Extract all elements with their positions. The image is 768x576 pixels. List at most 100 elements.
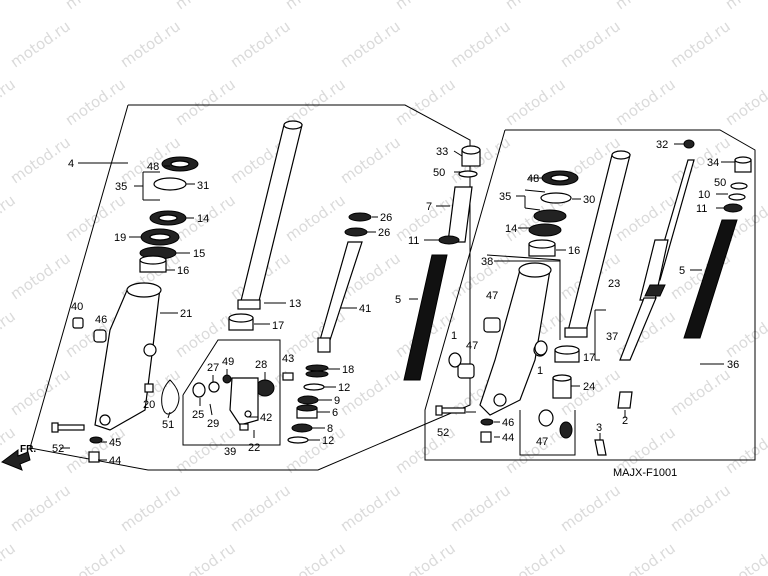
callout: 8 — [327, 423, 333, 435]
watermark-text: motod.ru — [722, 0, 768, 13]
callout: 5 — [395, 294, 401, 306]
part-30-clip — [540, 192, 572, 204]
watermark-text: motod.ru — [62, 0, 129, 13]
part-1-a — [448, 352, 462, 368]
watermark-text: motod.ru — [227, 17, 294, 71]
callout: 52 — [437, 427, 449, 439]
callout: 47 — [466, 340, 478, 352]
callout: 11 — [696, 203, 707, 215]
part-14-ring — [149, 210, 187, 226]
watermark-text: motod.ru — [502, 0, 569, 13]
callout: 7 — [426, 201, 432, 213]
watermark-text: motod.ru — [0, 539, 19, 576]
callout: 35 — [115, 181, 127, 193]
watermark-text: motod.ru — [172, 0, 239, 13]
callout: 17 — [272, 320, 284, 332]
part-25 — [192, 382, 206, 398]
watermark-text: motod.ru — [337, 17, 404, 71]
group-47-lines — [519, 410, 576, 456]
callout: 46 — [502, 417, 514, 429]
callout: 14 — [505, 223, 517, 235]
part-33-cap — [461, 145, 481, 167]
callout: 33 — [436, 146, 448, 158]
callout: 3 — [596, 422, 602, 434]
callout: 38 — [481, 256, 493, 268]
callout: 52 — [52, 443, 64, 455]
callout: 35 — [499, 191, 511, 203]
callout: 25 — [192, 409, 204, 421]
part-52-bolt — [51, 422, 85, 433]
watermark-text: motod.ru — [282, 539, 349, 576]
watermark-text: motod.ru — [667, 17, 734, 71]
part-24-collar — [552, 374, 572, 399]
part-17-bushing — [228, 313, 254, 331]
part-8 — [291, 423, 313, 433]
part-44-bolt — [88, 451, 100, 463]
right-frame — [424, 129, 756, 461]
callout: 50 — [433, 167, 445, 179]
callout: 27 — [207, 362, 219, 374]
group-39-box — [182, 339, 281, 446]
part-5-spring-right — [683, 219, 738, 339]
callout: 2 — [622, 415, 628, 427]
part-47-c — [538, 409, 554, 427]
callout: 47 — [486, 290, 498, 302]
part-22-caliper — [229, 377, 259, 426]
callouts-right: 33 50 7 11 5 38 48 35 30 14 16 47 47 1 1… — [395, 139, 739, 448]
watermark-text: motod.ru — [337, 133, 404, 187]
part-11-r — [723, 203, 743, 213]
watermark-text: motod.ru — [7, 249, 74, 303]
watermark-text: motod.ru — [7, 133, 74, 187]
callout: 4 — [68, 158, 74, 170]
watermark-text: motod.ru — [7, 481, 74, 535]
callouts-left: 4 48 35 31 14 19 15 16 40 46 21 13 17 26… — [52, 158, 392, 467]
callout: 1 — [451, 330, 457, 342]
watermark-text: motod.ru — [392, 0, 459, 13]
part-16-bushing — [139, 255, 167, 273]
part-18-spring — [305, 364, 329, 378]
watermark-text: motod.ru — [0, 0, 19, 13]
part-26-a — [348, 212, 372, 222]
watermark-text: motod.ru — [667, 365, 734, 419]
callout: 18 — [342, 364, 354, 376]
part-40 — [72, 317, 84, 329]
part-48-cap — [161, 156, 199, 172]
watermark-text: motod.ru — [447, 17, 514, 71]
callout: 44 — [109, 455, 121, 467]
callout: 50 — [714, 177, 726, 189]
part-52-bolt-r — [435, 405, 466, 416]
part-47-b — [457, 363, 475, 379]
callout: 12 — [322, 435, 334, 447]
watermark-text: motod.ru — [282, 0, 349, 13]
callout: 1 — [537, 365, 543, 377]
part-10 — [730, 182, 748, 190]
part-42 — [244, 410, 252, 418]
watermark-text: motod.ru — [447, 481, 514, 535]
callout: 36 — [727, 359, 739, 371]
callout: 14 — [197, 213, 209, 225]
part-50-r — [728, 193, 746, 201]
part-43-bolt — [282, 372, 294, 381]
callout: 16 — [177, 265, 189, 277]
watermark-text: motod.ru — [612, 75, 679, 129]
part-46-r — [480, 418, 494, 426]
part-5-spring-left — [403, 254, 448, 381]
watermark-text: motod.ru — [0, 75, 19, 129]
part-16-bushing-r — [528, 239, 556, 257]
watermark-text: motod.ru — [62, 75, 129, 129]
watermark-text: motod.ru — [722, 307, 768, 361]
front-arrow-icon — [0, 449, 31, 471]
callout: 24 — [583, 381, 595, 393]
part-11-seat — [438, 235, 460, 245]
part-37-cartridge — [619, 159, 695, 361]
left-fork-assembly — [0, 104, 471, 471]
callout: 9 — [334, 395, 340, 407]
leader-lines — [60, 143, 735, 461]
watermark-text: motod.ru — [557, 481, 624, 535]
callout: 44 — [502, 432, 514, 444]
part-34-cap — [734, 156, 752, 173]
part-44-r — [480, 431, 492, 443]
part-49 — [222, 374, 232, 384]
watermark-text: motod.ru — [227, 481, 294, 535]
part-14-r — [533, 209, 567, 223]
